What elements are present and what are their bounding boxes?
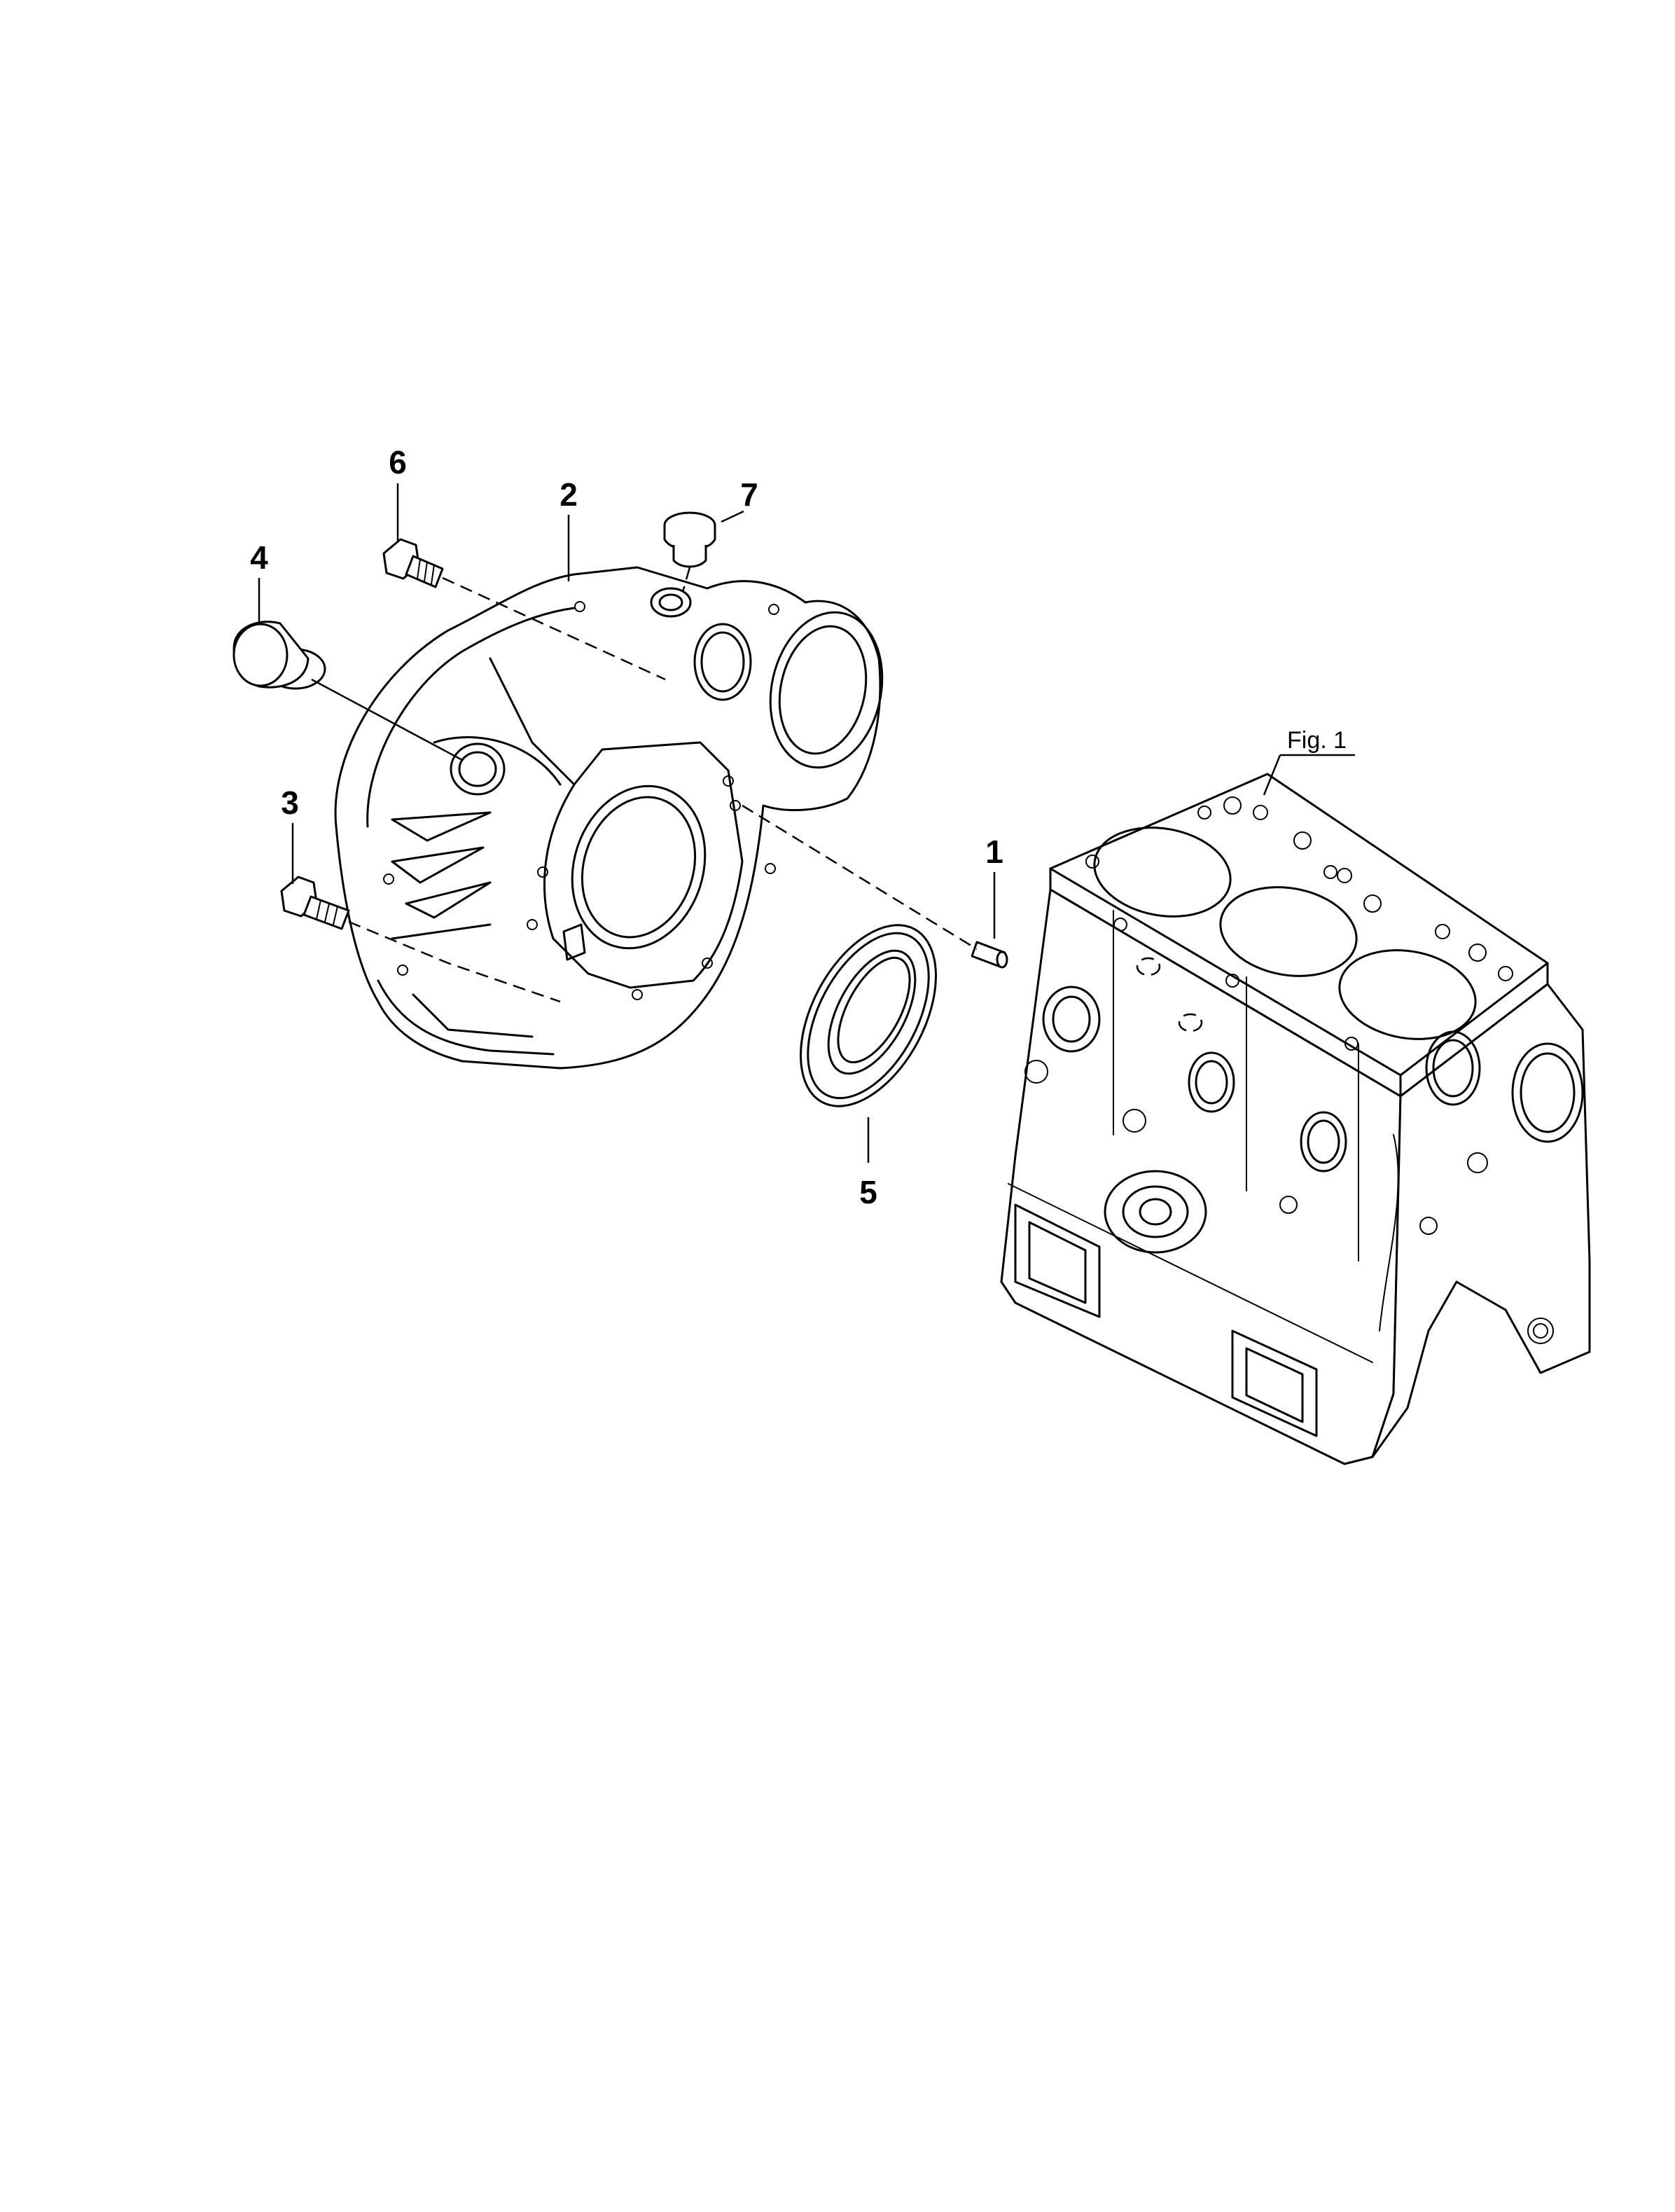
oil-seal-icon [800,924,937,1107]
callout-2: 2 [560,476,578,513]
bolt-icon [382,538,444,588]
callout-4: 4 [250,539,268,576]
plug-icon [663,511,716,568]
leader-lines [258,483,1355,1163]
callout-3: 3 [281,784,299,821]
cap-plug-icon [232,621,326,690]
cylinder-block-icon [1000,773,1591,1465]
dowel-pin-icon [971,941,1008,969]
figure-reference-label: Fig. 1 [1287,727,1347,754]
flywheel-housing-icon [334,566,884,1070]
bolt-icon [280,876,350,930]
callout-6: 6 [389,444,407,481]
callout-7: 7 [740,476,758,513]
callout-1: 1 [985,834,1003,870]
assembly-lines [311,567,978,1003]
callout-5: 5 [859,1174,877,1210]
